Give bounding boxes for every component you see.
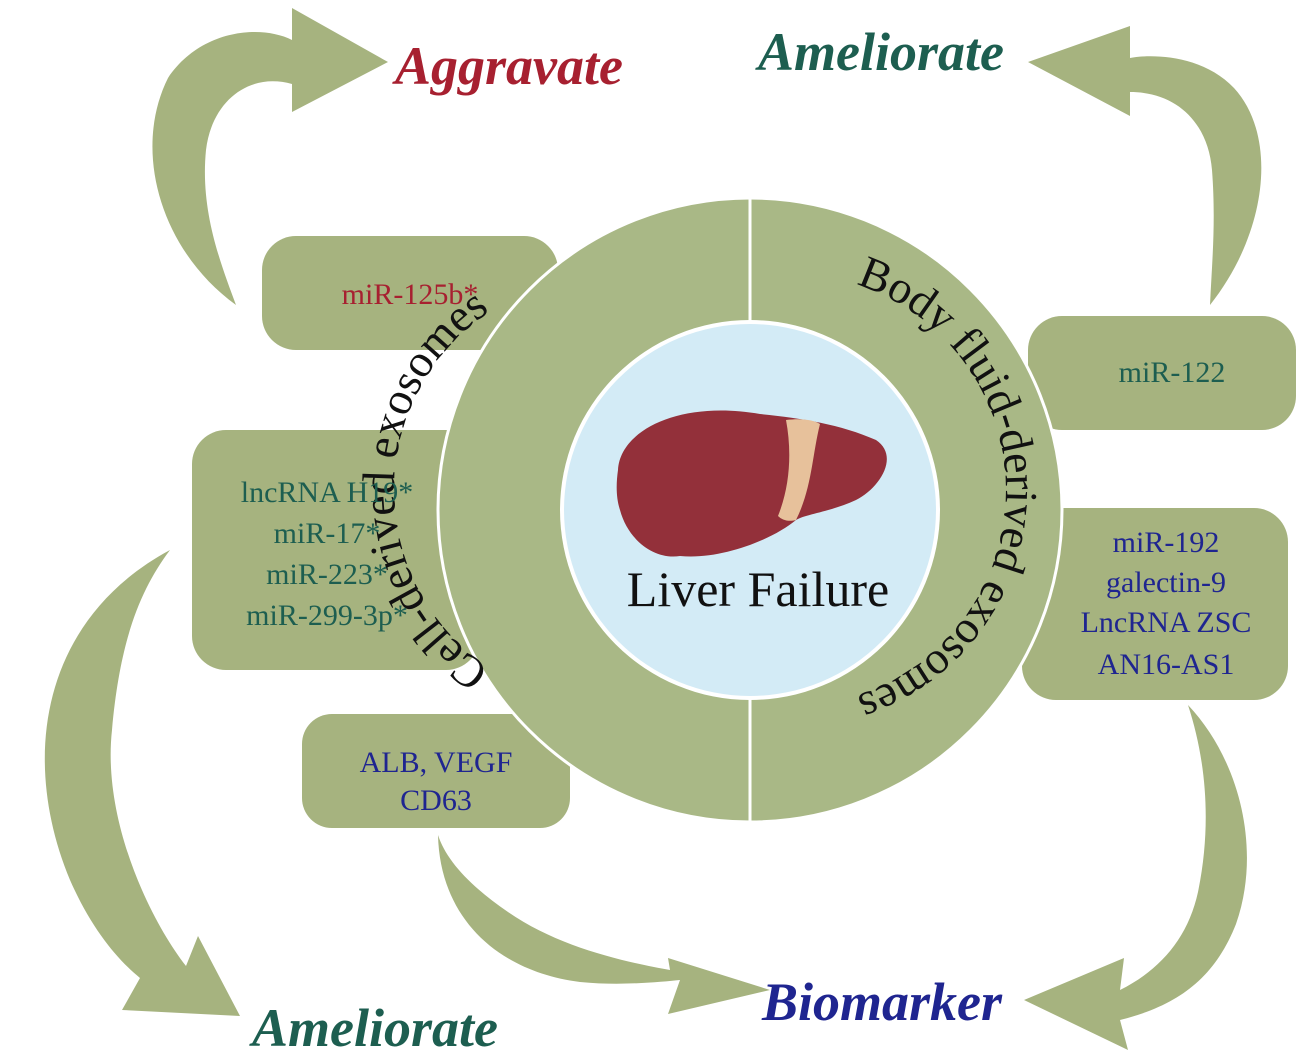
box-cell-list [192, 430, 480, 670]
alb-vegf-line: CD63 [400, 784, 472, 817]
liver-icon [616, 410, 887, 557]
cell-list-item: lncRNA H19* [241, 476, 414, 509]
arrow-to-ameliorate-bottom [44, 550, 240, 1016]
arrow-to-ameliorate-top [1028, 26, 1262, 305]
cell-list-item: miR-223* [266, 558, 388, 591]
fluid-list-item: galectin-9 [1106, 566, 1226, 599]
box-fluid-list [1022, 508, 1288, 700]
cell-list-item: miR-299-3p* [246, 599, 408, 632]
box-mir122-text: miR-122 [1119, 356, 1226, 389]
alb-vegf-line: ALB, VEGF [360, 746, 513, 779]
box-mir122 [1028, 316, 1296, 430]
box-alb-vegf [302, 714, 570, 828]
cell-list-item: miR-17* [274, 517, 381, 550]
outcome-ameliorate-top: Ameliorate [755, 22, 1004, 82]
arrow-alb-to-biomarker [438, 835, 770, 1014]
outcome-ameliorate-bottom: Ameliorate [249, 998, 498, 1050]
fluid-list-item: AN16-AS1 [1098, 648, 1235, 681]
outcome-aggravate: Aggravate [392, 36, 623, 96]
arrow-fluid-to-biomarker [1024, 705, 1247, 1050]
arrow-to-aggravate [152, 8, 388, 305]
fluid-list-item: LncRNA ZSC [1081, 606, 1252, 639]
center-label: Liver Failure [627, 561, 889, 617]
outcome-biomarker: Biomarker [761, 972, 1003, 1032]
fluid-list-item: miR-192 [1113, 526, 1220, 559]
box-mir125b [262, 236, 558, 350]
box-mir125b-text: miR-125b* [342, 278, 479, 311]
